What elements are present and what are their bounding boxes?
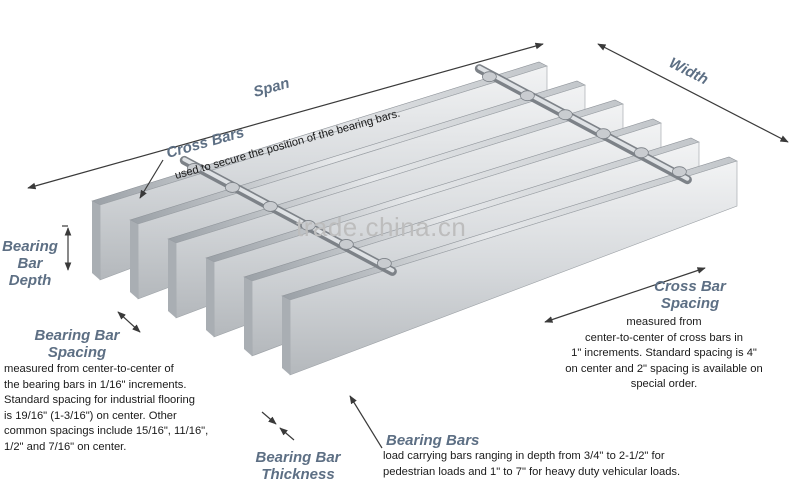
bearing-bar-spacing-line-2: Spacing [47,344,107,361]
width-label: Width [666,54,711,88]
weld-joint [519,90,535,102]
weld-joint [671,166,687,178]
bearing-bar-end [206,258,214,337]
bearing-bar-end [130,220,138,299]
thickness-dimension-line-2 [279,427,295,441]
bearing-bar-depth-line-2: Bar [17,255,43,272]
bearing-bar-spacing-line-1: Bearing Bar [34,327,120,344]
bearing-bar-end [282,296,290,375]
cross-spacing-dimension-line [544,267,706,323]
spacing-dimension-line [117,311,141,333]
bearing-bar-spacing-description: measured from center-to-center of the be… [4,362,244,456]
weld-joint [595,128,611,140]
cross-bar-spacing-description: measured from center-to-center of cross … [540,315,788,393]
dimension-lines [27,42,789,449]
cbs-desc-line: measured from [626,316,702,328]
weld-joint [557,109,573,121]
bearing-bar-end [244,277,252,356]
bearing-bar-spacing-label: Bearing Bar Spacing [18,327,136,361]
weld-joint [633,147,649,159]
cross-bars-leader [139,159,164,199]
cbs-desc-line: 1" increments. Standard spacing is 4" [571,347,757,360]
thickness-dimension-line [261,411,277,425]
bbs-desc-line: 1/2" and 7/16" on center. [4,440,127,453]
bearing-bar-thickness-line-2: Thickness [261,466,335,483]
weld-joint [338,239,354,250]
cross-bar-spacing-line-1: Cross Bar [654,278,726,295]
span-label: Span [252,75,292,101]
bbs-desc-line: is 19/16" (1-3/16") on center. Other [4,409,177,422]
bearing-bars-description: load carrying bars ranging in depth from… [383,449,763,480]
bbs-desc-line: the bearing bars in 1/16" increments. [4,378,187,391]
weld-joint [224,182,240,193]
bearing-bar-thickness-line-1: Bearing Bar [255,449,341,466]
bbs-desc-line: common spacings include 15/16", 11/16", [4,425,209,438]
weld-joint [376,258,392,269]
weld-joint [262,201,278,212]
bearing-bar-end [92,201,100,280]
cross-bar-spacing-label: Cross Bar Spacing [640,278,740,312]
cbs-desc-line: on center and 2" spacing is available on [565,362,763,375]
bearing-bars-leader [349,395,383,449]
bearing-bars-title: Bearing Bars [386,432,480,449]
width-dimension-line [597,43,789,143]
bbs-desc-line: measured from center-to-center of [4,363,174,375]
weld-joint [481,71,497,83]
bbs-desc-line: Standard spacing for industrial flooring [4,394,195,407]
cbs-desc-line: special order. [630,378,698,391]
bearing-bar-thickness-label: Bearing Bar Thickness [248,449,348,483]
cross-bar-spacing-line-2: Spacing [660,295,720,312]
bearing-bar-end [168,239,176,318]
bearing-bar-depth-line-1: Bearing [2,238,58,255]
weld-joint [300,220,316,231]
bearing-bar-depth-label: Bearing Bar Depth [0,238,60,289]
watermark: trade.china.cn [296,212,467,242]
span-dimension-line [27,42,544,190]
bb-desc-line: load carrying bars ranging in depth from… [383,450,665,462]
bearing-bar-depth-line-3: Depth [8,272,52,289]
cbs-desc-line: center-to-center of cross bars in [585,331,743,344]
bb-desc-line: pedestrian loads and 1" to 7" for heavy … [383,465,681,478]
